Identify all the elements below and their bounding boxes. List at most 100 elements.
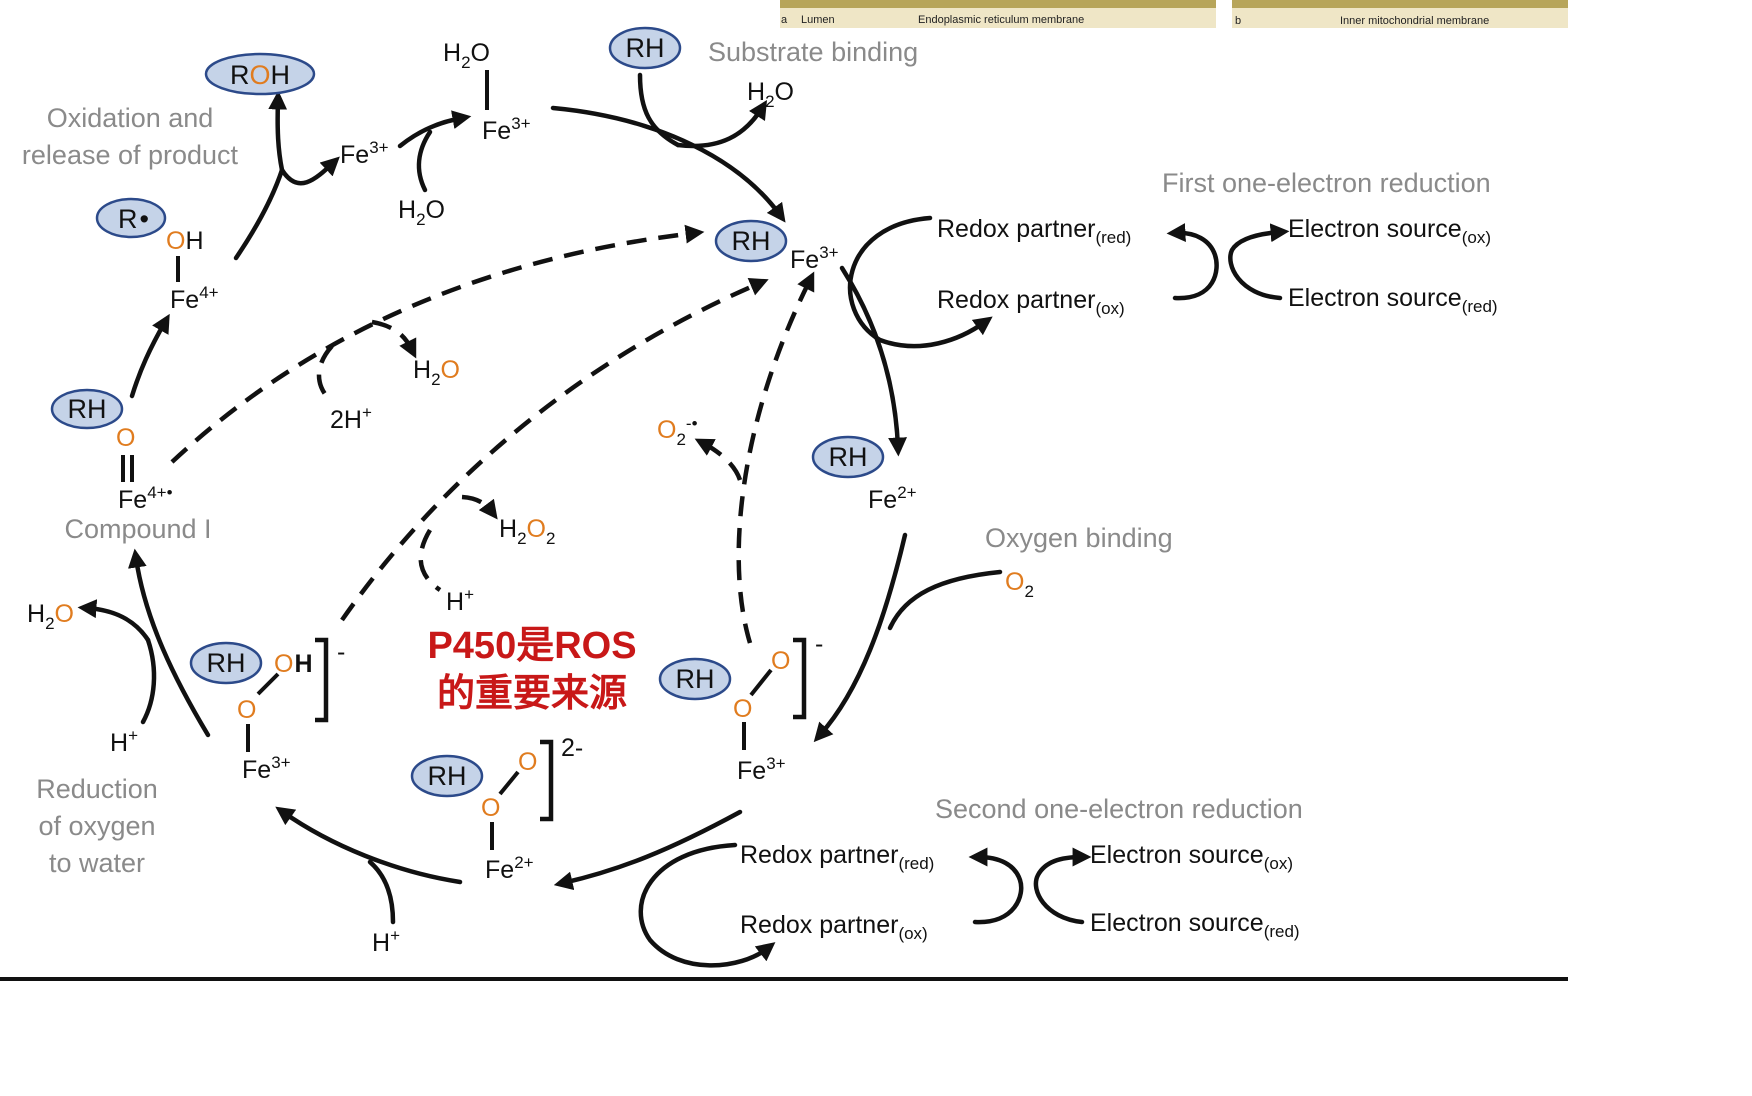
charge-label: 2-: [561, 734, 583, 762]
label-substrate-binding: Substrate binding: [708, 37, 918, 67]
charge-label: -: [337, 638, 345, 666]
iron-label: Fe4+: [170, 283, 219, 314]
arrow-to-substrate-bound-fe3: [550, 105, 786, 223]
arrow-source-red-to-ox-second: [1033, 847, 1092, 925]
radical-label: R•: [118, 204, 149, 234]
arrow-branch-left: [233, 167, 285, 261]
label-oxidation-line-1: Oxidation and: [47, 103, 214, 133]
arrow-redox-loop-first: [847, 215, 993, 349]
distal-oxygen-label: O: [771, 647, 790, 675]
arrow-source-red-to-ox: [1228, 223, 1290, 301]
arrow-partner-ox-to-red: [1166, 223, 1219, 301]
redox-partner-ox-first: Redox partner(ox): [937, 286, 1125, 318]
product-ellipse: [204, 52, 316, 96]
oxo-label: O: [116, 424, 135, 452]
arrow-water-out-left: [77, 599, 151, 643]
dashed-superoxide-out: [694, 438, 743, 481]
first-reduction-loop: [847, 215, 1290, 349]
charge-bracket: [540, 739, 554, 822]
arrow-to-fe4-hydroxy: [129, 313, 170, 399]
substrate-ellipse: [714, 219, 788, 263]
species-h-plus-left: H+: [110, 726, 138, 757]
arrow-to-water-bound-fe3: [397, 110, 472, 149]
label-oxidation-line-2: release of product: [22, 140, 239, 170]
electron-source-ox-second: Electron source(ox): [1090, 841, 1293, 873]
arrow-to-roh: [268, 90, 288, 173]
charge-bracket: [793, 637, 807, 720]
redox-partner-red-second: Redox partner(red): [740, 841, 934, 873]
radical-ellipse: [95, 197, 167, 239]
arrow-to-oxy-complex: [813, 532, 908, 743]
iron-label: Fe3+: [482, 114, 531, 145]
panel-a-lumen-label: Lumen: [801, 14, 835, 26]
redox-labels-second: Redox partner(red) Redox partner(ox) Ele…: [740, 841, 1300, 943]
arrow-to-hydroperoxo-complex: [275, 806, 463, 885]
substrate-label: RH: [732, 226, 771, 256]
dashed-peroxide-shunt: [340, 278, 769, 622]
membrane-lipid-pattern: [780, 0, 1216, 8]
arrow-h-plus-in-left: [140, 637, 157, 725]
cycle-arrows: [77, 72, 1003, 925]
iron-label: Fe2+: [868, 483, 917, 514]
species-water-in: H2O: [398, 196, 445, 229]
substrate-label: RH: [428, 761, 467, 791]
electron-source-red-first: Electron source(red): [1288, 284, 1498, 316]
arrow-o2-in: [887, 569, 1003, 631]
substrate-ellipse: [189, 641, 263, 685]
species-water-out-left: H2O: [27, 600, 74, 633]
label-oxygen-binding: Oxygen binding: [985, 523, 1173, 553]
electron-source-ox-first: Electron source(ox): [1288, 215, 1491, 247]
iron-label: Fe3+: [242, 753, 291, 784]
species-peroxo-complex: RH O O Fe2+ 2-: [410, 734, 583, 884]
iron-label: Fe3+: [737, 754, 786, 785]
label-reduction-line-2: of oxygen: [38, 811, 155, 841]
substrate-label: RH: [68, 394, 107, 424]
charge-label: -: [815, 630, 823, 658]
arrow-to-fe2: [839, 265, 908, 457]
product-label: ROH: [230, 60, 290, 90]
hydroxy-label: OH: [274, 650, 313, 678]
bond-line: [749, 668, 773, 697]
shunt-pathways: [170, 224, 815, 644]
label-second-one-electron-reduction: Second one-electron reduction: [935, 794, 1303, 824]
iron-label: Fe2+: [485, 853, 534, 884]
species-fe4-hydroxy: R• OH Fe4+: [95, 197, 219, 314]
species-hydroperoxo-complex: RH OH O Fe3+ -: [189, 637, 345, 784]
panel-b-letter: b: [1235, 15, 1241, 27]
arrow-to-compound-i: [128, 548, 211, 738]
substrate-label: RH: [626, 33, 665, 63]
dashed-2h-plus-in: [316, 344, 334, 402]
substrate-label: RH: [676, 664, 715, 694]
species-water-bound-fe3: H2O Fe3+: [443, 39, 531, 145]
redox-partner-red-first: Redox partner(red): [937, 215, 1131, 247]
label-reduction-line-3: to water: [49, 848, 145, 878]
dashed-h2o2-out: [461, 494, 498, 520]
hydroxy-label: OH: [166, 227, 204, 255]
panel-b-membrane-label: Inner mitochondrial membrane: [1340, 15, 1489, 27]
annotation-line-1: P450是ROS: [427, 625, 636, 667]
proximal-oxygen-label: O: [733, 695, 752, 723]
arrow-water-out: [675, 100, 768, 149]
species-h-plus-bottom: H+: [372, 926, 400, 957]
iron-label: Fe3+: [790, 243, 839, 274]
species-compound-i: RH O Fe4+•: [50, 388, 173, 514]
panel-a-membrane-label: Endoplasmic reticulum membrane: [918, 14, 1084, 26]
arrow-redox-loop-second: [638, 842, 776, 968]
second-reduction-loop: [638, 842, 1092, 968]
membrane-lipid-pattern: [1232, 0, 1568, 8]
ros-annotation: P450是ROS 的重要来源: [427, 625, 636, 715]
panel-a-letter: a: [781, 14, 788, 26]
proximal-oxygen-label: O: [237, 696, 256, 724]
species-h-plus-shunt: H+: [446, 585, 474, 616]
substrate-ellipse: [608, 26, 682, 70]
water-ligand: H2O: [443, 39, 490, 72]
species-h2o2: H2O2: [499, 515, 555, 548]
substrate-ellipse: [811, 435, 885, 479]
substrate-ellipse: [410, 754, 484, 798]
species-water-released-top: H2O: [747, 78, 794, 111]
proximal-oxygen-label: O: [481, 794, 500, 822]
dashed-oxidase-shunt: [170, 224, 705, 464]
annotation-line-2: 的重要来源: [437, 673, 627, 715]
product-roh: ROH: [204, 52, 316, 96]
electron-source-red-second: Electron source(red): [1090, 909, 1300, 941]
